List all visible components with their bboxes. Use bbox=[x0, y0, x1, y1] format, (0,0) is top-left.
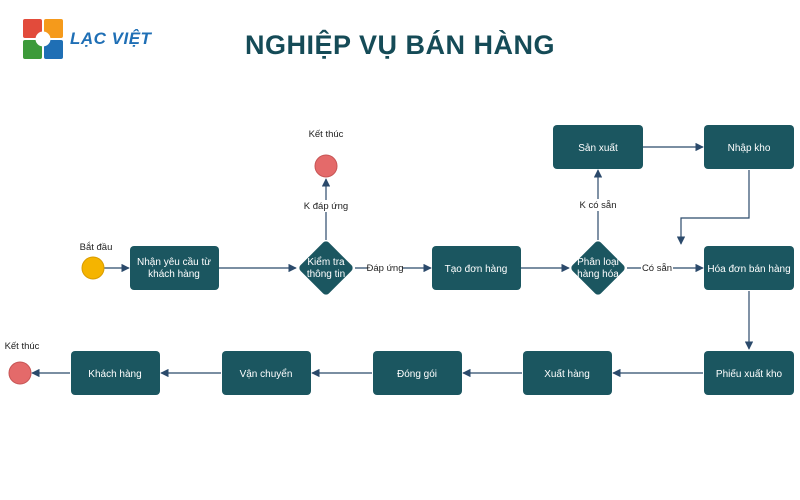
node-receive-request: Nhận yêu cầu từ khách hàng bbox=[130, 246, 219, 290]
svg-text:Nhập kho: Nhập kho bbox=[728, 143, 771, 154]
svg-text:Khách hàng: Khách hàng bbox=[88, 369, 141, 380]
svg-text:Sản xuất: Sản xuất bbox=[578, 142, 618, 154]
brand-logo: LẠC VIỆT bbox=[22, 18, 151, 60]
svg-text:Phiếu xuất kho: Phiếu xuất kho bbox=[716, 368, 783, 380]
edge-label-met: Đáp ứng bbox=[367, 263, 404, 274]
svg-text:Vận chuyển: Vận chuyển bbox=[240, 368, 293, 380]
page-title: NGHIỆP VỤ BÁN HÀNG bbox=[244, 30, 556, 60]
node-customer: Khách hàng bbox=[71, 351, 160, 395]
svg-text:Xuất hàng: Xuất hàng bbox=[544, 368, 590, 380]
svg-text:Đóng gói: Đóng gói bbox=[397, 369, 437, 380]
svg-text:Hóa đơn bán hàng: Hóa đơn bán hàng bbox=[707, 264, 790, 275]
node-export-goods: Xuất hàng bbox=[523, 351, 612, 395]
edge-label-available: Có sẵn bbox=[642, 263, 672, 274]
end-node-bottom bbox=[8, 361, 32, 385]
svg-text:thông tin: thông tin bbox=[307, 269, 345, 280]
edge-label-not-available: K có sẵn bbox=[580, 200, 617, 211]
start-node bbox=[81, 256, 105, 280]
edge-label-not-met: K đáp ứng bbox=[304, 201, 348, 212]
svg-text:Tạo đơn hàng: Tạo đơn hàng bbox=[445, 264, 508, 275]
node-sales-invoice: Hóa đơn bán hàng bbox=[704, 246, 794, 290]
end-node-top bbox=[314, 154, 338, 178]
svg-text:Phân loại: Phân loại bbox=[577, 257, 619, 268]
svg-text:khách hàng: khách hàng bbox=[148, 269, 200, 280]
node-export-slip: Phiếu xuất kho bbox=[704, 351, 794, 395]
end-label-bottom: Kết thúc bbox=[5, 341, 40, 352]
end-label-top: Kết thúc bbox=[309, 129, 344, 140]
node-create-order: Tạo đơn hàng bbox=[432, 246, 521, 290]
node-shipping: Vận chuyển bbox=[222, 351, 311, 395]
svg-text:Kiểm tra: Kiểm tra bbox=[307, 256, 345, 268]
node-packing: Đóng gói bbox=[373, 351, 462, 395]
node-produce: Sản xuất bbox=[553, 125, 643, 169]
brand-name: LẠC VIỆT bbox=[70, 29, 152, 48]
start-label: Bắt đầu bbox=[80, 242, 113, 253]
svg-text:hàng hóa: hàng hóa bbox=[577, 269, 619, 280]
logo-icon bbox=[23, 19, 63, 59]
node-check-info: Kiểm tra thông tin bbox=[299, 241, 353, 295]
edge-import-to-invoice bbox=[676, 170, 750, 245]
node-import-stock: Nhập kho bbox=[704, 125, 794, 169]
edge-labels: K đáp ứng Đáp ứng K có sẵn Có sẵn bbox=[303, 199, 673, 274]
svg-text:Nhận yêu cầu từ: Nhận yêu cầu từ bbox=[137, 256, 211, 268]
node-classify-goods: Phân loại hàng hóa bbox=[571, 241, 625, 295]
